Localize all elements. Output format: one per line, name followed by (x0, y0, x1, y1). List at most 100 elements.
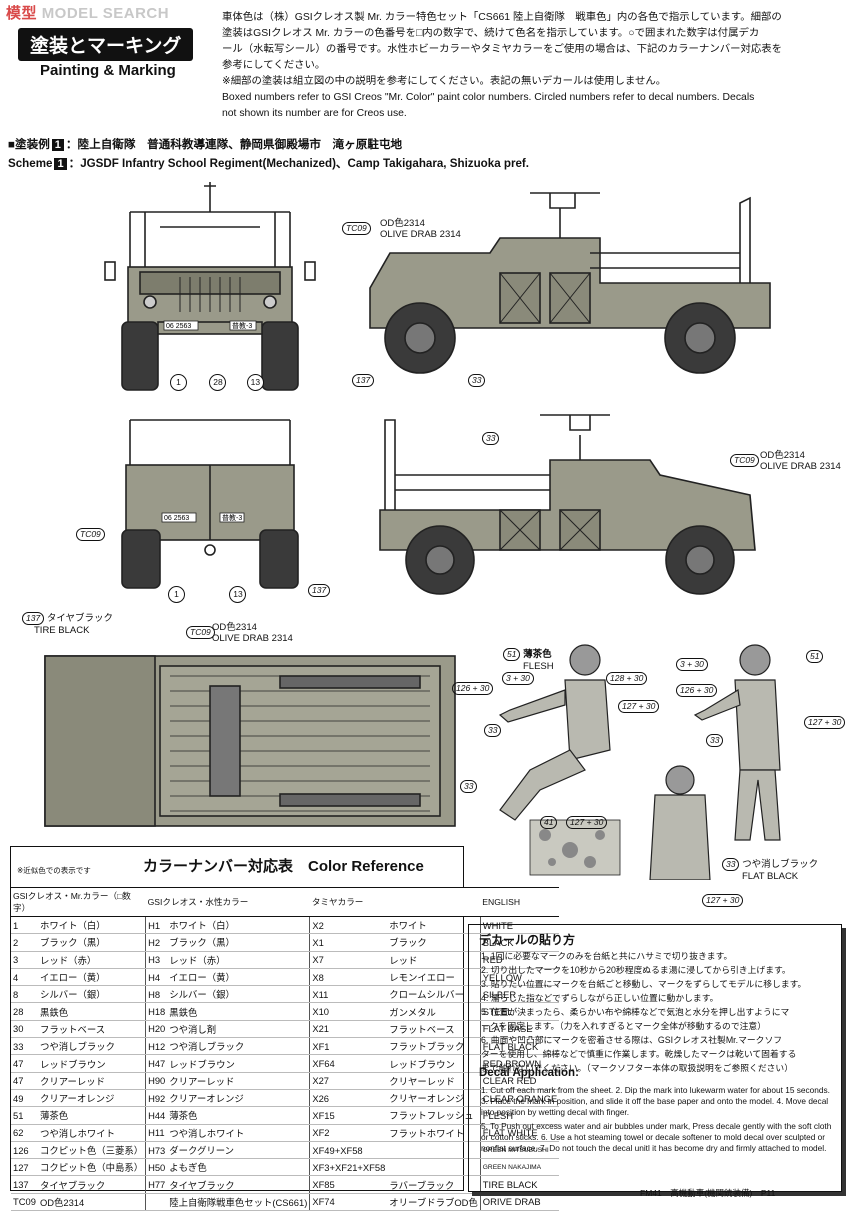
decal-number: 13 (246, 373, 264, 391)
header-tamiya: タミヤカラー (309, 887, 481, 917)
table-cell: つや消しホワイト (167, 1124, 311, 1142)
header-water-color: GSIクレオス・水性カラー (145, 887, 310, 917)
top-view-drawing (44, 655, 456, 827)
table-cell: X10 (309, 1002, 388, 1021)
table-cell: FLAT BASE (480, 1020, 560, 1039)
table-cell: コクピット色（中島系） (37, 1158, 147, 1177)
side-view-right-drawing (369, 192, 771, 374)
table-cell: レッド（赤） (167, 951, 311, 969)
table-cell: H47 (145, 1054, 168, 1073)
table-cell: X1 (309, 933, 388, 952)
table-cell: XF3+XF21+XF58 (309, 1158, 388, 1177)
table-cell: X26 (309, 1089, 388, 1108)
table-cell: XF85 (309, 1175, 388, 1194)
table-cell: FLAT BLACK (480, 1037, 560, 1056)
fig2-callout-126: 126 + 30 (676, 684, 718, 697)
top-od-callout: TC09 OD色2314 OLIVE DRAB 2314 (186, 622, 293, 644)
table-cell: H11 (145, 1124, 168, 1142)
decal-step: 3. 貼りたい位置にマークを台紙ごと移動し、マークをずらしてモデルに移します。 (481, 979, 807, 989)
table-cell: XF74 (309, 1193, 388, 1211)
fig2-callout-127: 127 + 30 (804, 716, 846, 729)
table-cell: ORIVE DRAB (480, 1193, 560, 1211)
table-cell: イエロー（黄） (37, 968, 147, 987)
intro-text: 車体色は（株）GSIクレオス製 Mr. カラー特色セット「CS661 陸上自衛隊… (222, 10, 832, 122)
page-footer: FM41 高機動車(機関銃装備) P11 (640, 1188, 776, 1198)
fig3-callout-127: 127 + 30 (702, 894, 744, 907)
table-cell: 1 (11, 916, 38, 935)
header-english: ENGLISH (480, 887, 560, 917)
table-cell: X8 (309, 968, 388, 987)
flesh-callout: 51 薄茶色 FLESH (503, 648, 554, 672)
table-cell: OD色2314 (37, 1193, 147, 1211)
table-cell: レッドブラウン (37, 1054, 147, 1073)
front-unit-text: 普教-3 (232, 321, 252, 330)
table-cell: X11 (309, 985, 388, 1004)
table-cell: 47 (11, 1054, 38, 1073)
table-cell: フラットベース (37, 1020, 147, 1039)
decal-step: 1. 1回に必要なマークのみを台紙と共にハサミで切り抜きます。 (481, 951, 733, 961)
table-cell: XF2 (309, 1124, 388, 1142)
intro-line: 車体色は（株）GSIクレオス製 Mr. カラー特色セット「CS661 陸上自衛隊… (222, 12, 782, 23)
table-cell: H12 (145, 1037, 168, 1056)
table-cell: つや消し剤 (167, 1020, 311, 1039)
section-title-en: Painting & Marking (40, 62, 176, 79)
table-cell: クリヤーオレンジ (387, 1089, 481, 1108)
decal-number: 28 (209, 373, 227, 391)
table-cell: ダークグリーン (167, 1141, 311, 1160)
table-cell: X7 (309, 951, 388, 969)
color-table-grid: GSIクレオス・Mr.カラー（□数字） GSIクレオス・水性カラー タミヤカラー… (11, 887, 560, 1211)
table-cell: H92 (145, 1089, 168, 1108)
table-cell: STEEL (480, 1002, 560, 1021)
decal-step: まで触れないでください。（マークソフター本体の取扱説明をご参照ください） (481, 1063, 794, 1073)
fig1-callout-33: 33 (484, 724, 502, 737)
table-cell: BLACK (480, 933, 560, 952)
rear-tire-callout: 137 (308, 584, 331, 597)
rear-tc09-callout: TC09 (76, 528, 105, 541)
table-cell: ホワイト（白） (37, 916, 147, 935)
table-cell: ガンメタル (387, 1002, 481, 1021)
decal-step: 2. 切り出したマークを10秒から20秒程度ぬるま湯に浸してから引き上げます。 (481, 965, 791, 975)
table-cell: CLEAR ORANGE (480, 1089, 560, 1108)
table-cell: フラットブラック (387, 1037, 481, 1056)
figures-drawing (498, 644, 781, 880)
decal-number: 1 (168, 585, 185, 603)
table-cell: H2 (145, 933, 168, 952)
table-cell: ホワイト (387, 916, 481, 935)
table-cell: オリーブドラブOD色 (387, 1193, 481, 1211)
rear-unit-text: 普教-3 (222, 513, 242, 522)
table-note: ※近似色での表示です (17, 866, 91, 875)
decal-title-en: Decal Application: (479, 1067, 579, 1079)
table-cell: つや消しホワイト (37, 1124, 147, 1142)
table-cell: GREEN NAKAJIMA (480, 1158, 560, 1177)
table-cell (387, 1141, 481, 1160)
table-cell: H90 (145, 1072, 168, 1090)
fig1-callout-33b: 33 (460, 780, 478, 793)
table-cell: XF15 (309, 1106, 388, 1125)
rear-decal-callouts: 1 13 (168, 584, 247, 603)
table-cell: XF1 (309, 1037, 388, 1056)
table-cell: 62 (11, 1124, 38, 1142)
table-cell: 49 (11, 1089, 38, 1108)
table-title: カラーナンバー対応表 Color Reference (143, 858, 424, 875)
rear-view-drawing: 06 2563 普教-3 (121, 419, 299, 589)
table-cell: レモンイエロー (387, 968, 481, 987)
intro-line: ール（水転写シール）の番号です。水性ホビーカラーやタミヤカラーをご使用の場合は、… (222, 44, 783, 55)
decal-step: ターを使用し、綿棒などで慎重に作業します。乾燥したマークは乾いて固着する (481, 1049, 797, 1059)
decal-application-box: デカールの貼り方 1. 1回に必要なマークのみを台紙と共にハサミで切り抜きます。… (468, 924, 842, 1192)
table-header-row: GSIクレオス・Mr.カラー（□数字） GSIクレオス・水性カラー タミヤカラー… (11, 887, 560, 917)
table-cell: 3 (11, 951, 38, 969)
table-cell: 陸上自衛隊戦車色セット(CS661) (167, 1193, 311, 1211)
decal-step: 4. 濡らした指などでずらしながら正しい位置に動かします。 (481, 993, 719, 1003)
table-cell: FLAT WHITE (480, 1124, 560, 1142)
front-plate-text: 06 2563 (166, 323, 191, 330)
intro-line: ※細部の塗装は組立図の中の説明を参考にしてください。表記の無いデカールは使用しま… (222, 76, 667, 87)
table-cell: レッドブラウン (167, 1054, 311, 1073)
table-cell: TC09 (11, 1193, 38, 1211)
